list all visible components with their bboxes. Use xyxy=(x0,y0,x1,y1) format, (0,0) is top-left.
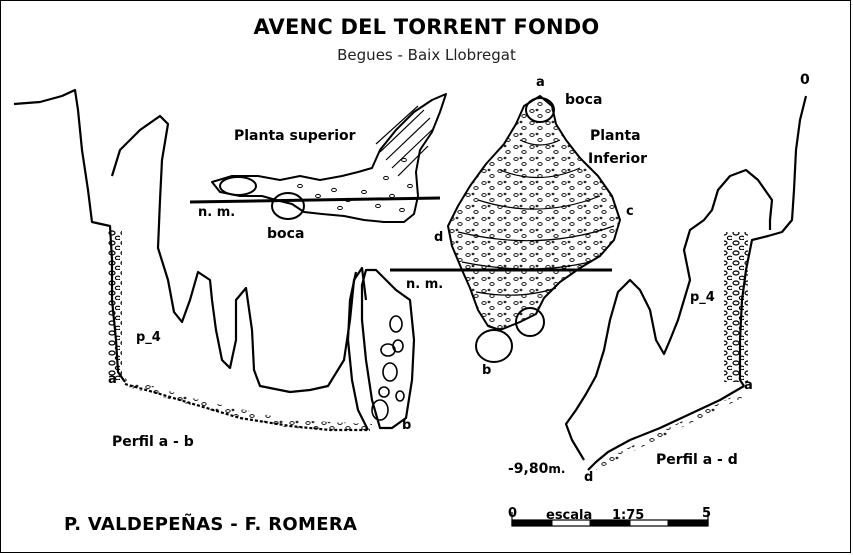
lower-point-b: b xyxy=(482,363,492,378)
profile-ad-top-zero: 0 xyxy=(800,72,810,88)
scale-label: escala xyxy=(546,508,593,523)
upper-nm-label: n. m. xyxy=(198,205,236,220)
profile-ab-label: Perfil a - b xyxy=(112,434,194,450)
lower-boca-label: boca xyxy=(565,92,603,108)
upper-plan-drawing xyxy=(211,93,447,223)
profile-ab-point-b: b xyxy=(402,418,412,433)
lower-plan-label-1: Planta xyxy=(590,128,641,144)
profile-ad-label: Perfil a - d xyxy=(656,452,738,468)
upper-plan-label: Planta superior xyxy=(234,128,356,144)
page-title: AVENC DEL TORRENT FONDO xyxy=(253,15,600,39)
upper-plan-dots xyxy=(297,157,413,213)
floor-pebbles-right xyxy=(596,392,742,470)
profile-ad-pitch: p_4 xyxy=(690,290,715,305)
upper-boca-label: boca xyxy=(267,226,305,242)
boulder-fill-left xyxy=(108,230,122,380)
profile-ad-point-a: a xyxy=(744,378,753,393)
page-subtitle: Begues - Baix Llobregat xyxy=(337,46,516,64)
lower-plan-label-2: Inferior xyxy=(588,151,647,167)
scale-ratio: 1:75 xyxy=(612,508,645,523)
scale-bar xyxy=(511,512,709,527)
shaft-blocks xyxy=(371,315,405,421)
upper-nm-line xyxy=(189,196,441,204)
profile-ab-point-a: a xyxy=(108,372,117,387)
lower-point-a: a xyxy=(536,75,545,90)
floor-pebbles-left xyxy=(125,378,372,432)
authors: P. VALDEPEÑAS - F. ROMERA xyxy=(64,514,358,535)
scale-start: 0 xyxy=(508,506,518,521)
lower-nm-label: n. m. xyxy=(406,277,444,292)
profile-ab-pitch: p_4 xyxy=(136,330,161,345)
boulder-fill-right xyxy=(724,232,748,382)
depth-value: -9,80m. xyxy=(508,461,566,477)
upper-plan-slope-hatch xyxy=(375,105,435,177)
lower-point-c: c xyxy=(626,204,634,219)
lower-point-d: d xyxy=(434,230,444,245)
scale-end: 5 xyxy=(702,506,712,521)
profile-ad-point-d: d xyxy=(584,470,594,485)
